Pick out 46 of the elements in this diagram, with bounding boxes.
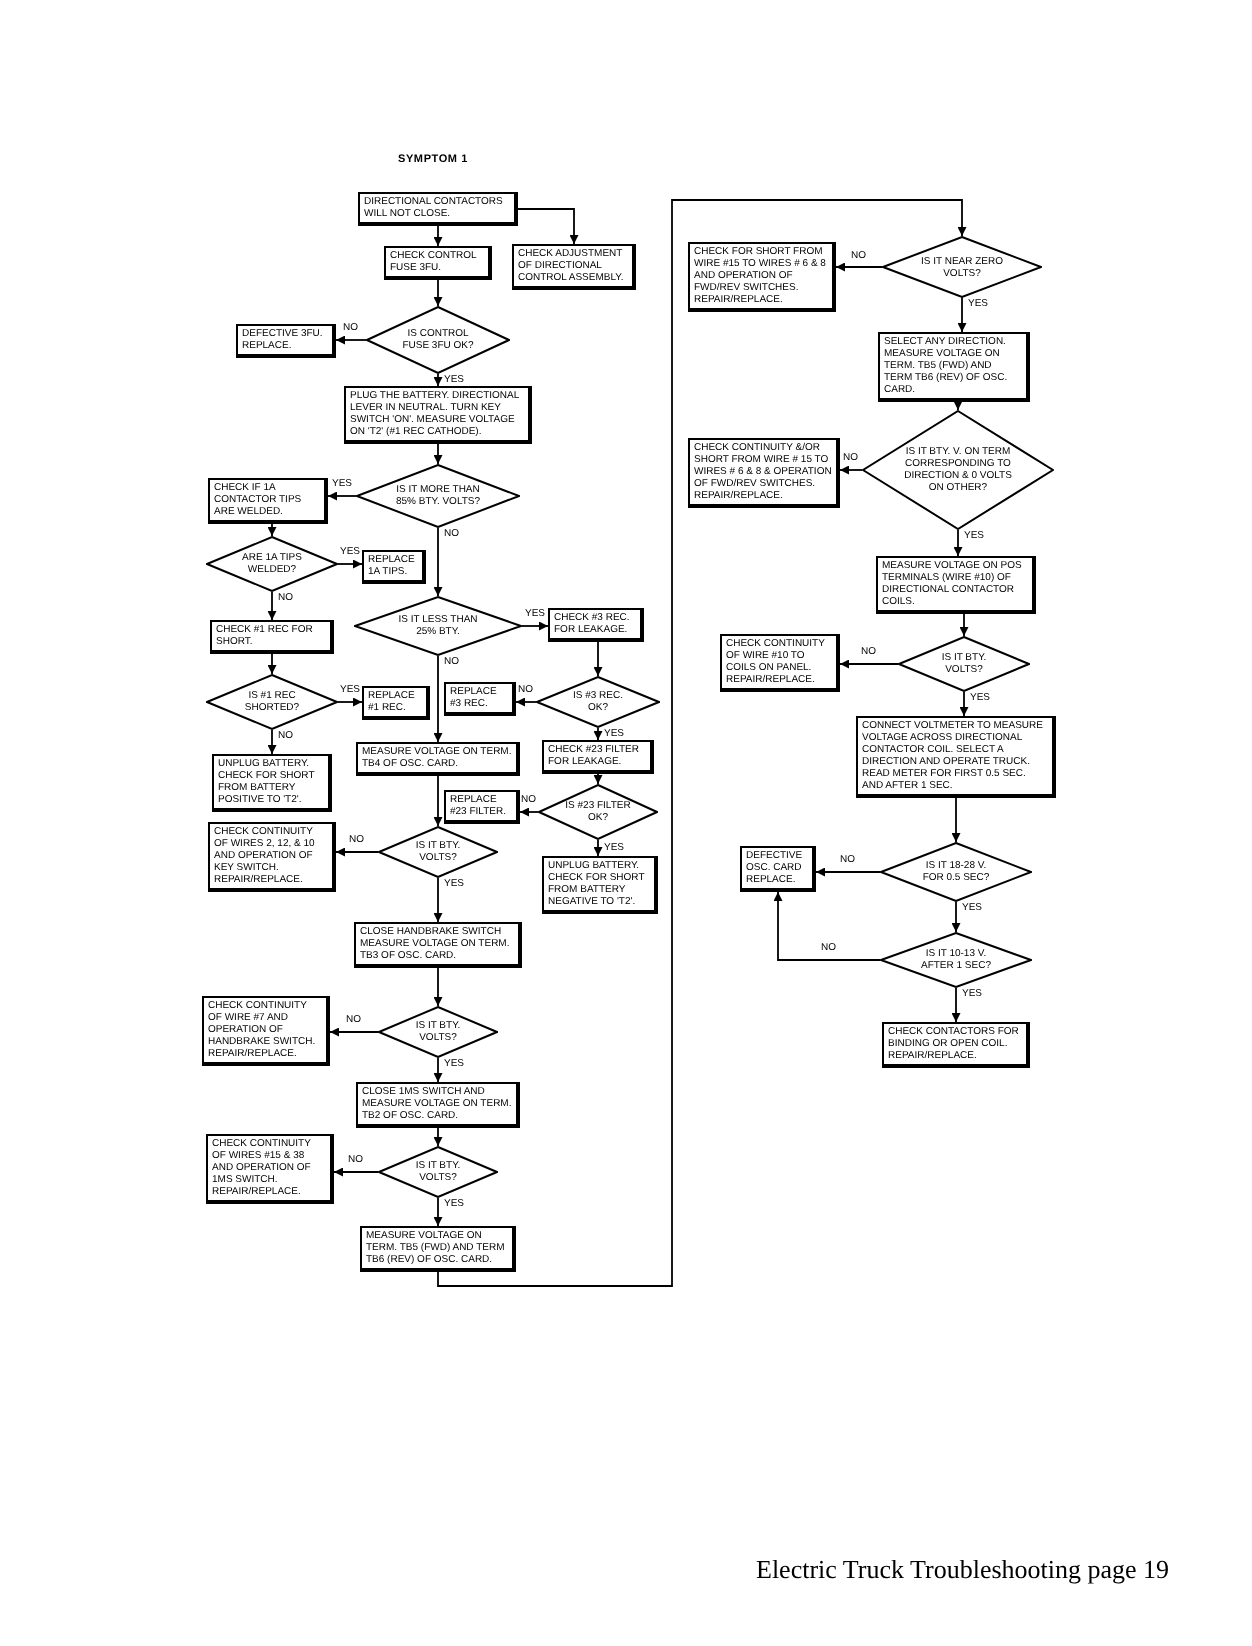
flow-arrow (433, 443, 443, 465)
flow-arrow (953, 529, 963, 557)
flow-arrow (815, 867, 881, 877)
flow-arrow (951, 987, 961, 1023)
flow-arrow (433, 1127, 443, 1147)
flow-arrow (959, 613, 969, 637)
flow-arrow (329, 1027, 379, 1037)
flow-arrow (593, 773, 603, 785)
flow-arrow (335, 335, 367, 345)
flow-arrow (437, 199, 967, 1287)
page-footer: Electric Truck Troubleshooting page 19 (756, 1554, 1170, 1584)
flow-arrow (333, 1167, 379, 1177)
flow-arrow (951, 901, 961, 933)
flow-arrow (839, 659, 899, 669)
flow-arrow (433, 967, 443, 1007)
flow-arrow (433, 1057, 443, 1083)
flow-arrow (267, 523, 277, 537)
flow-arrow (953, 401, 963, 411)
flow-arrow (433, 775, 443, 827)
flow-arrow (593, 641, 603, 677)
flow-arrow (593, 727, 603, 741)
flow-arrow (593, 839, 603, 857)
flow-arrow (267, 591, 277, 621)
flow-arrow (337, 697, 363, 707)
flow-arrow (521, 621, 549, 631)
flow-arrow (839, 465, 863, 475)
flow-arrow (267, 729, 277, 755)
flow-arrow (957, 297, 967, 333)
flow-arrow (951, 797, 961, 843)
flow-arrow (337, 559, 363, 569)
flow-arrow (433, 655, 443, 743)
flow-arrow (519, 807, 539, 817)
flow-arrow (433, 373, 443, 387)
flow-arrow (773, 891, 881, 961)
flow-arrow (327, 491, 357, 501)
flow-arrow (433, 279, 443, 307)
flow-arrow (433, 527, 443, 597)
flow-arrow (515, 697, 537, 707)
flow-arrow (959, 691, 969, 717)
flow-arrow (517, 208, 579, 245)
flow-arrow (433, 1197, 443, 1227)
flow-arrow (835, 262, 883, 272)
flow-arrow (433, 877, 443, 923)
flow-arrow (267, 653, 277, 675)
flow-arrow (335, 847, 379, 857)
flow-arrow (433, 225, 443, 247)
